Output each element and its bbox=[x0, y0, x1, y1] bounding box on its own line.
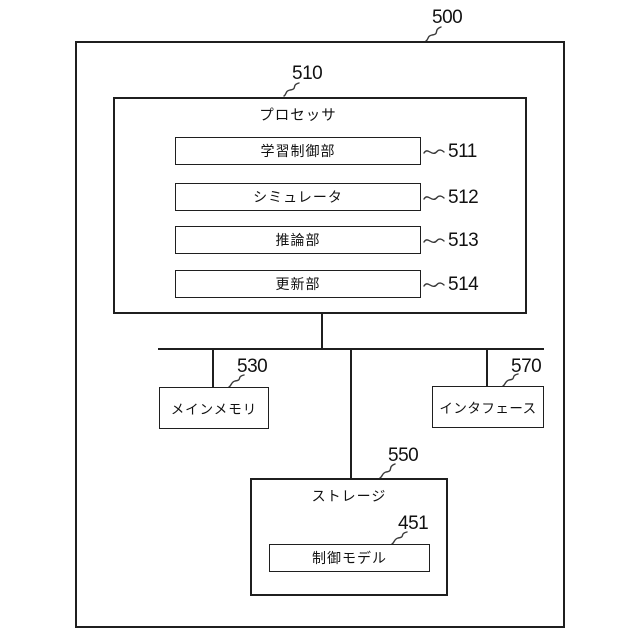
processor-title: プロセッサ bbox=[259, 108, 337, 124]
interface-570-box: インタフェース bbox=[432, 386, 544, 428]
ref-451-leader-line bbox=[391, 531, 408, 545]
ref-500-leader-line bbox=[425, 26, 442, 42]
ref-514-label: 514 bbox=[448, 274, 479, 295]
ref-451-label: 451 bbox=[398, 513, 429, 534]
block-update-unit-514: 更新部 bbox=[175, 270, 421, 298]
control-model-451-box: 制御モデル bbox=[269, 544, 430, 572]
ref-510-leader-line bbox=[283, 82, 300, 97]
block-label: 更新部 bbox=[275, 277, 321, 293]
ref-550-leader-line bbox=[379, 463, 396, 479]
control-model-label: 制御モデル bbox=[312, 551, 387, 567]
ref-510-label: 510 bbox=[292, 63, 323, 84]
processor-510-box: プロセッサ 学習制御部 511 シミュレータ 512 推論部 513 更新部 bbox=[113, 97, 527, 314]
interface-branch-line bbox=[486, 349, 488, 387]
block-learning-control-unit-511: 学習制御部 bbox=[175, 137, 421, 165]
ref-530-leader-line bbox=[228, 374, 245, 388]
block-inference-unit-513: 推論部 bbox=[175, 226, 421, 254]
ref-514-leader-line bbox=[423, 282, 445, 288]
ref-513-label: 513 bbox=[448, 230, 479, 251]
block-label: 学習制御部 bbox=[260, 144, 336, 160]
memory-branch-line bbox=[212, 349, 214, 388]
storage-550-box: ストレージ 451 制御モデル bbox=[250, 478, 448, 596]
ref-570-leader-line bbox=[502, 373, 519, 387]
ref-512-leader-line bbox=[423, 195, 445, 201]
ref-511-label: 511 bbox=[448, 141, 477, 162]
storage-title: ストレージ bbox=[311, 489, 387, 505]
ref-570-label: 570 bbox=[511, 356, 542, 377]
ref-511-leader-line bbox=[423, 149, 445, 155]
main-memory-530-box: メインメモリ bbox=[159, 387, 269, 429]
block-label: シミュレータ bbox=[253, 190, 343, 206]
ref-500-label: 500 bbox=[432, 7, 463, 28]
ref-513-leader-line bbox=[423, 238, 445, 244]
block-simulator-512: シミュレータ bbox=[175, 183, 421, 211]
ref-530-label: 530 bbox=[237, 356, 268, 377]
main-memory-label: メインメモリ bbox=[170, 402, 258, 418]
ref-550-label: 550 bbox=[388, 445, 419, 466]
ref-512-label: 512 bbox=[448, 187, 479, 208]
interface-label: インタフェース bbox=[439, 401, 537, 417]
block-label: 推論部 bbox=[275, 233, 321, 249]
processor-bus-connector-line bbox=[321, 313, 323, 349]
storage-branch-line bbox=[350, 349, 352, 479]
